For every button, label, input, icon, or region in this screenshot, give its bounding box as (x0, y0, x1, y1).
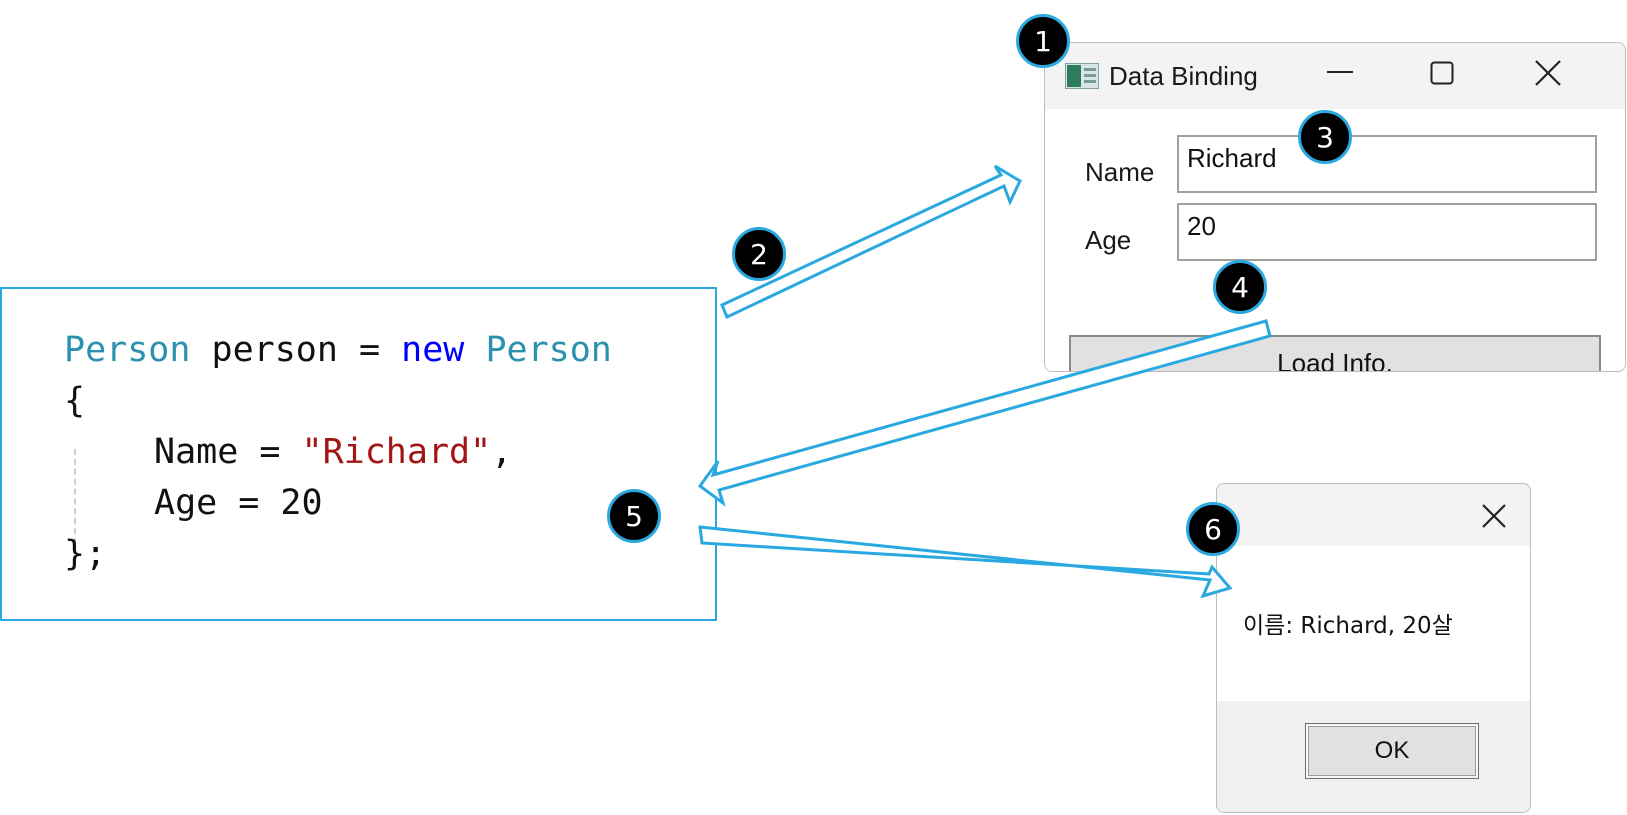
age-textbox[interactable]: 20 (1177, 203, 1597, 261)
message-footer: OK (1217, 701, 1530, 812)
close-icon (1535, 60, 1561, 86)
name-label: Name (1085, 157, 1155, 187)
close-icon (1482, 504, 1506, 528)
code-type-token-2: Person (464, 330, 612, 370)
message-box-window: 이름: Richard, 20살 OK (1216, 483, 1531, 813)
code-type-token: Person (64, 330, 191, 370)
code-line-4: Age = 20 (154, 483, 323, 523)
step-marker-2: 2 (732, 227, 786, 281)
code-line-1: Person person = new Person (64, 325, 612, 376)
message-close-button[interactable] (1469, 494, 1519, 538)
minimize-icon (1327, 71, 1353, 73)
window-client-area: Name Richard Age 20 Load Info. (1045, 109, 1625, 371)
minimize-button[interactable] (1315, 51, 1365, 95)
code-keyword-token: new (401, 330, 465, 370)
maximize-button[interactable] (1417, 51, 1467, 95)
indent-guide (74, 449, 76, 554)
step-marker-5: 5 (607, 489, 661, 543)
code-comma: , (491, 432, 513, 472)
close-button[interactable] (1523, 51, 1573, 95)
age-label: Age (1085, 225, 1132, 255)
window-titlebar[interactable]: Data Binding (1045, 43, 1625, 109)
arrow-button-to-code (697, 319, 1272, 507)
data-binding-window: Data Binding Name Richard Age 20 Load In… (1044, 42, 1626, 372)
arrow-code-to-window (720, 164, 1022, 320)
message-body: 이름: Richard, 20살 (1217, 546, 1530, 701)
code-line-3: Name = "Richard", (154, 427, 512, 478)
step-marker-6: 6 (1186, 502, 1240, 556)
code-name-assign: Name = (154, 432, 302, 472)
ok-button[interactable]: OK (1305, 723, 1479, 779)
arrow-code-to-messagebox (698, 525, 1233, 599)
code-line-5: }; (64, 534, 107, 574)
name-textbox[interactable]: Richard (1177, 135, 1597, 193)
step-marker-1: 1 (1016, 14, 1070, 68)
maximize-icon (1430, 61, 1454, 85)
step-marker-3: 3 (1298, 110, 1352, 164)
code-string-token: "Richard" (301, 432, 492, 472)
window-title: Data Binding (1109, 61, 1258, 91)
code-line-2: { (64, 381, 86, 421)
step-marker-4: 4 (1213, 260, 1267, 314)
app-icon (1065, 63, 1099, 89)
message-text: 이름: Richard, 20살 (1243, 613, 1453, 639)
code-snippet-panel: Person person = new Person { Name = "Ric… (0, 287, 717, 621)
code-variable-token: person = (190, 330, 402, 370)
